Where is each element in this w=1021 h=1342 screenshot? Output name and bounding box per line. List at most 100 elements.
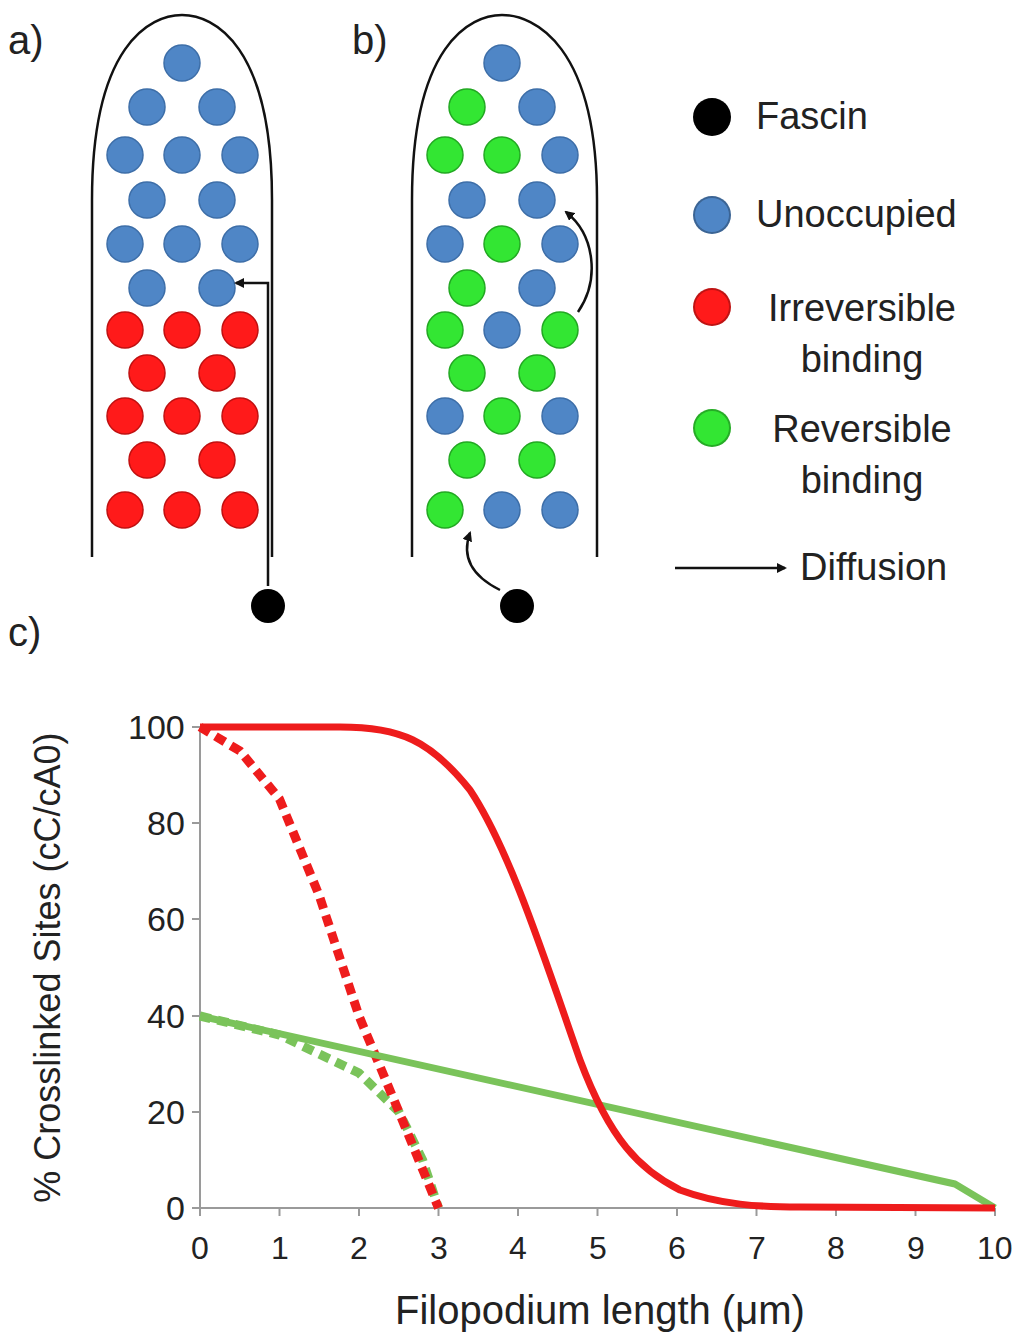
- x-tick: [597, 1208, 599, 1216]
- x-tick-label: 5: [589, 1229, 607, 1267]
- binding-site: [107, 226, 143, 262]
- binding-site: [449, 270, 485, 306]
- binding-site: [222, 226, 258, 262]
- binding-site: [164, 312, 200, 348]
- filopodium-outline: [92, 15, 272, 557]
- binding-site: [449, 89, 485, 125]
- binding-site: [199, 442, 235, 478]
- diffusion-arrow: [467, 533, 500, 590]
- y-tick-label: 100: [128, 707, 185, 748]
- binding-site: [107, 492, 143, 528]
- binding-site: [484, 492, 520, 528]
- panel-letter: c): [8, 608, 41, 656]
- binding-site: [427, 398, 463, 434]
- y-tick-label: 20: [147, 1092, 185, 1133]
- x-tick: [676, 1208, 678, 1216]
- binding-site: [107, 137, 143, 173]
- x-tick: [438, 1208, 440, 1216]
- diffusion-arrow: [236, 283, 268, 586]
- binding-site: [542, 137, 578, 173]
- binding-site: [129, 270, 165, 306]
- binding-site: [164, 137, 200, 173]
- binding-site: [199, 89, 235, 125]
- binding-site: [129, 89, 165, 125]
- y-tick-label: 0: [166, 1188, 185, 1229]
- y-tick-label: 60: [147, 899, 185, 940]
- binding-site: [519, 182, 555, 218]
- legend-arrow-sample: [675, 567, 785, 570]
- x-tick-label: 9: [907, 1229, 925, 1267]
- binding-site: [129, 355, 165, 391]
- binding-site: [427, 492, 463, 528]
- x-tick-label: 8: [827, 1229, 845, 1267]
- panel-letter: b): [352, 16, 388, 64]
- y-tick-label: 40: [147, 996, 185, 1037]
- binding-site: [199, 182, 235, 218]
- binding-site: [427, 226, 463, 262]
- binding-site: [484, 312, 520, 348]
- solid-green-curve: [200, 1016, 995, 1208]
- binding-site: [427, 137, 463, 173]
- legend-text: Irreversible binding: [737, 283, 987, 386]
- binding-site: [199, 270, 235, 306]
- binding-site: [222, 398, 258, 434]
- binding-site: [107, 398, 143, 434]
- panel-letter: a): [8, 16, 44, 64]
- binding-site: [164, 226, 200, 262]
- binding-site: [427, 312, 463, 348]
- binding-site: [222, 312, 258, 348]
- binding-site: [484, 45, 520, 81]
- binding-site: [222, 492, 258, 528]
- legend-swatch: [693, 288, 731, 326]
- legend-swatch: [693, 196, 731, 234]
- binding-site: [519, 355, 555, 391]
- binding-site: [484, 226, 520, 262]
- x-tick-label: 0: [191, 1229, 209, 1267]
- y-tick-label: 80: [147, 803, 185, 844]
- binding-site: [199, 355, 235, 391]
- x-tick: [279, 1208, 281, 1216]
- binding-site: [164, 45, 200, 81]
- diffusion-arrow: [566, 212, 592, 312]
- binding-site: [484, 137, 520, 173]
- binding-site: [519, 89, 555, 125]
- binding-site: [107, 312, 143, 348]
- filopodium-outline: [412, 15, 597, 557]
- binding-site: [542, 492, 578, 528]
- x-tick-label: 6: [668, 1229, 686, 1267]
- chart-axes: [192, 727, 995, 1208]
- legend-text: Fascin: [756, 94, 868, 140]
- binding-site: [449, 355, 485, 391]
- x-tick-label: 2: [350, 1229, 368, 1267]
- binding-site: [129, 442, 165, 478]
- binding-site: [484, 398, 520, 434]
- binding-site: [164, 492, 200, 528]
- x-tick-label: 10: [977, 1229, 1013, 1267]
- x-axis-title: Filopodium length (μm): [395, 1286, 805, 1334]
- x-tick-label: 1: [271, 1229, 289, 1267]
- x-tick: [517, 1208, 519, 1216]
- legend-text: Reversible binding: [737, 404, 987, 507]
- legend-text: Diffusion: [800, 545, 947, 591]
- binding-site: [164, 398, 200, 434]
- legend-text: Unoccupied: [756, 192, 957, 238]
- binding-site: [519, 442, 555, 478]
- binding-sites: [107, 45, 578, 528]
- fascin-dot: [500, 589, 534, 623]
- legend-swatch: [693, 98, 731, 136]
- binding-site: [449, 182, 485, 218]
- binding-site: [519, 270, 555, 306]
- solid-red-curve: [200, 727, 995, 1208]
- x-tick-label: 3: [430, 1229, 448, 1267]
- binding-site: [129, 182, 165, 218]
- legend-swatch: [693, 409, 731, 447]
- binding-site: [542, 226, 578, 262]
- binding-site: [449, 442, 485, 478]
- dotted-red-curve: [200, 727, 439, 1208]
- x-tick-label: 7: [748, 1229, 766, 1267]
- x-tick-label: 4: [509, 1229, 527, 1267]
- x-tick: [358, 1208, 360, 1216]
- fascin-dot: [251, 589, 285, 623]
- binding-site: [222, 137, 258, 173]
- x-tick: [199, 1208, 201, 1216]
